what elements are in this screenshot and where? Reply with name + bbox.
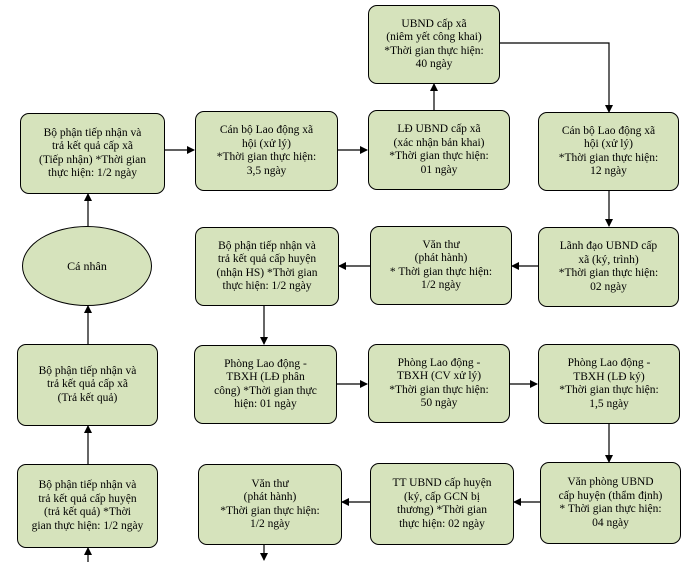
- node-tra-ket-qua-huyen: Bộ phận tiếp nhận và trả kết quả cấp huy…: [17, 464, 158, 548]
- node-phong-ld-phan-cong: Phòng Lao động - TBXH (LĐ phân công) *Th…: [194, 345, 337, 424]
- arrow-niemyet-to-canboxa2: [500, 42, 613, 113]
- node-van-thu-huyen: Văn thư (phát hành) *Thời gian thực hiện…: [198, 464, 342, 545]
- node-ubnd-xa-niem-yet: UBND cấp xã (niêm yết công khai) *Thời g…: [368, 5, 500, 84]
- node-vp-ubnd-huyen: Văn phòng UBND cấp huyện (thẩm định) * T…: [540, 462, 681, 544]
- node-tiep-nhan-xa: Bộ phận tiếp nhận và trả kết quả cấp xã …: [20, 113, 165, 194]
- node-ld-ubnd-xa: LĐ UBND cấp xã (xác nhận bản khai) *Thời…: [368, 110, 510, 190]
- node-tt-ubnd-huyen: TT UBND cấp huyện (ký, cấp GCN bị thương…: [370, 463, 514, 545]
- node-can-bo-xa-xu-ly-1: Cán bộ Lao động xã hội (xử lý) *Thời gia…: [195, 111, 338, 191]
- node-lanh-dao-ubnd-xa: Lãnh đạo UBND cấp xã (ký, trình) *Thời g…: [538, 227, 679, 307]
- node-can-bo-xa-xu-ly-2: Cán bộ Lao động xã hội (xử lý) *Thời gia…: [538, 112, 679, 191]
- node-tiep-nhan-huyen: Bộ phận tiếp nhận và trả kết quả cấp huy…: [195, 227, 339, 306]
- node-phong-ld-ky: Phòng Lao động - TBXH (LĐ ký) *Thời gian…: [538, 344, 680, 424]
- node-tra-ket-qua-xa: Bộ phận tiếp nhận và trả kết quả cấp xã …: [17, 344, 158, 426]
- node-van-thu-xa: Văn thư (phát hành) * Thời gian thực hiệ…: [370, 226, 512, 305]
- node-phong-cv-xu-ly: Phòng Lao động - TBXH (CV xử lý) *Thời g…: [368, 344, 510, 423]
- node-ca-nhan: Cá nhân: [22, 226, 152, 306]
